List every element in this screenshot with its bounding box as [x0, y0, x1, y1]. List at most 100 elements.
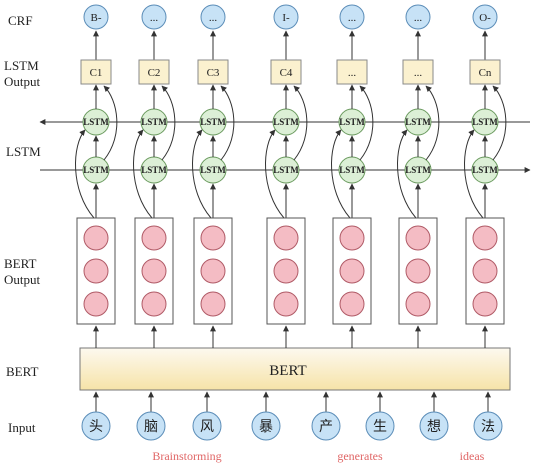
- forward-lstm-label: LSTM: [273, 165, 299, 175]
- input-char: 想: [427, 419, 441, 435]
- label-bert: BERT: [6, 364, 39, 379]
- bert-output-unit: [83, 225, 109, 251]
- bert-output-unit: [339, 291, 365, 317]
- translation-ideas: ideas: [460, 449, 485, 463]
- lstm-output-label: Cn: [479, 67, 492, 79]
- lstm-output-box: [138, 59, 170, 85]
- skip-to-output-arrow: [161, 85, 176, 161]
- lstm-output-box: [270, 59, 302, 85]
- forward-lstm-label: LSTM: [83, 165, 109, 175]
- input-char-node: [365, 411, 395, 441]
- skip-to-output-arrow: [220, 85, 235, 161]
- lstm-output-box: [402, 59, 434, 85]
- bert-box-label: BERT: [269, 363, 306, 379]
- input-char: 暴: [259, 419, 273, 435]
- skip-to-output-arrow: [359, 85, 374, 161]
- input-char: 风: [200, 419, 214, 435]
- lstm-output-box: [197, 59, 229, 85]
- crf-tag: ...: [209, 12, 218, 24]
- lstm-output-box: [80, 59, 112, 85]
- label-lstm: LSTM: [6, 144, 41, 159]
- lstm-output-label: C4: [280, 67, 293, 79]
- bert-output-unit: [339, 258, 365, 284]
- input-token: 想: [419, 391, 449, 441]
- bert-output-unit: [472, 258, 498, 284]
- backward-lstm-label: LSTM: [200, 117, 226, 127]
- input-token: 产: [311, 391, 341, 441]
- row-labels: CRF LSTM Output LSTM BERT Output BERT In…: [4, 13, 41, 435]
- label-input: Input: [8, 420, 36, 435]
- backward-lstm-label: LSTM: [339, 117, 365, 127]
- crf-node: [339, 4, 365, 30]
- translation-generates: generates: [337, 449, 383, 463]
- forward-lstm-label: LSTM: [141, 165, 167, 175]
- crf-node: [405, 4, 431, 30]
- bert-output-unit: [405, 225, 431, 251]
- label-bert-output-line2: Output: [4, 272, 41, 287]
- input-char-node: [136, 411, 166, 441]
- input-token: 风: [192, 391, 222, 441]
- skip-to-backward-arrow: [133, 129, 153, 219]
- crf-tag: O-: [479, 12, 491, 24]
- lstm-output-label: C3: [207, 67, 220, 79]
- lstm-output-label: C1: [90, 67, 103, 79]
- bert-output-unit: [83, 258, 109, 284]
- bert-output-unit: [200, 225, 226, 251]
- lstm-output-box: [336, 59, 368, 85]
- forward-lstm-label: LSTM: [200, 165, 226, 175]
- bert-output-unit: [141, 225, 167, 251]
- crf-node: [200, 4, 226, 30]
- input-char-node: [419, 411, 449, 441]
- bert-box: [79, 347, 511, 391]
- bert-output-unit: [273, 258, 299, 284]
- skip-to-output-arrow: [103, 85, 118, 161]
- backward-lstm-label: LSTM: [83, 117, 109, 127]
- lstm-output-label: ...: [414, 67, 423, 79]
- input-token: 头: [81, 391, 111, 441]
- bert-output-unit: [405, 258, 431, 284]
- crf-node: [472, 4, 498, 30]
- input-char: 生: [373, 419, 387, 435]
- input-char-node: [251, 411, 281, 441]
- input-token: 生: [365, 391, 395, 441]
- bert-output-unit: [339, 225, 365, 251]
- input-token: 法: [473, 391, 503, 441]
- backward-lstm-label: LSTM: [141, 117, 167, 127]
- bert-output-unit: [200, 258, 226, 284]
- input-char: 脑: [144, 419, 158, 435]
- input-token: 暴: [251, 391, 281, 441]
- bert-output-unit: [273, 291, 299, 317]
- backward-lstm-label: LSTM: [405, 117, 431, 127]
- crf-tag: B-: [91, 12, 102, 24]
- input-char-node: [311, 411, 341, 441]
- lstm-output-box: [469, 59, 501, 85]
- crf-tag: ...: [150, 12, 159, 24]
- input-char: 法: [481, 419, 495, 435]
- translation-brainstorming: Brainstorming: [152, 449, 221, 463]
- forward-lstm-label: LSTM: [339, 165, 365, 175]
- forward-lstm-label: LSTM: [405, 165, 431, 175]
- label-lstm-output-line2: Output: [4, 74, 41, 89]
- bert-output-unit: [405, 291, 431, 317]
- bert-output-unit: [83, 291, 109, 317]
- skip-to-backward-arrow: [464, 129, 484, 219]
- bert-output-unit: [273, 225, 299, 251]
- skip-to-backward-arrow: [192, 129, 212, 219]
- skip-to-output-arrow: [425, 85, 440, 161]
- label-bert-output-line1: BERT: [4, 256, 37, 271]
- crf-node: [141, 4, 167, 30]
- bert-output-unit: [200, 291, 226, 317]
- skip-to-backward-arrow: [331, 129, 351, 219]
- input-char: 产: [319, 419, 333, 435]
- backward-lstm-label: LSTM: [273, 117, 299, 127]
- input-token: 脑: [136, 391, 166, 441]
- token-columns: B-C1LSTMLSTM...C2LSTMLSTM...C3LSTMLSTMI-…: [75, 4, 507, 348]
- input-char: 头: [89, 419, 103, 435]
- bert-output-unit: [472, 291, 498, 317]
